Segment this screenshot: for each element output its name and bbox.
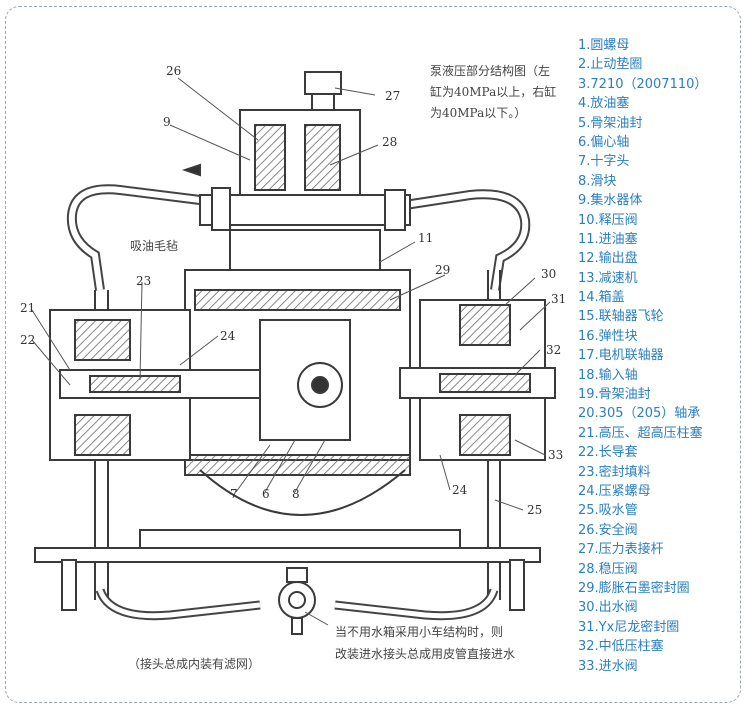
legend-item: 26.安全阀 xyxy=(578,522,638,538)
callout-9: 9 xyxy=(163,115,171,129)
legend-item: 21.高压、超高压柱塞 xyxy=(578,425,703,441)
legend-item: 14.箱盖 xyxy=(578,290,625,306)
legend-item: 32.中低压柱塞 xyxy=(578,639,664,655)
legend-item: 13.减速机 xyxy=(578,270,638,286)
parts-legend: 1.圆螺母 2.止动垫圈 3.7210（2007110） 4.放油塞 5.骨架油… xyxy=(578,36,743,676)
header-note: 泵液压部分结构图（左 缸为40MPa以上，右缸 为40MPa以下。） xyxy=(430,63,556,120)
callout-numbers: 26 27 9 28 11 29 30 31 32 33 23 24 21 22… xyxy=(20,64,566,517)
footer-note-line-1: 当不用水箱采用小车结构时，则 xyxy=(335,624,503,639)
legend-item: 16.弹性块 xyxy=(578,328,638,344)
legend-item: 4.放油塞 xyxy=(578,96,630,112)
callout-32: 32 xyxy=(546,343,561,357)
legend-item: 25.吸水管 xyxy=(578,503,638,519)
callout-28: 28 xyxy=(382,135,397,149)
legend-item: 7.十字头 xyxy=(578,154,630,170)
suction-felt-label: 吸油毛毡 xyxy=(130,239,178,253)
callout-25: 25 xyxy=(527,503,542,517)
legend-item: 9.集水器体 xyxy=(578,193,643,209)
callout-7: 7 xyxy=(230,487,238,501)
legend-item: 31.Yx尼龙密封圈 xyxy=(578,619,680,635)
legend-item: 17.电机联轴器 xyxy=(578,348,664,364)
legend-item: 33.进水阀 xyxy=(578,658,638,674)
callout-8: 8 xyxy=(292,487,300,501)
header-note-line-1: 泵液压部分结构图（左 xyxy=(430,63,550,78)
legend-item: 19.骨架油封 xyxy=(578,387,651,403)
legend-item: 24.压紧螺母 xyxy=(578,483,651,499)
legend-item: 29.膨胀石墨密封圈 xyxy=(578,580,690,596)
legend-item: 15.联轴器飞轮 xyxy=(578,309,664,325)
callout-24-upper: 24 xyxy=(220,329,236,343)
callout-26: 26 xyxy=(166,64,181,78)
callout-11: 11 xyxy=(418,231,433,245)
header-note-line-3: 为40MPa以下。） xyxy=(430,106,526,120)
callout-21: 21 xyxy=(20,301,35,315)
legend-item: 18.输入轴 xyxy=(578,367,638,383)
callout-27: 27 xyxy=(385,89,400,103)
legend-item: 30.出水阀 xyxy=(578,600,638,616)
callout-31: 31 xyxy=(551,292,566,306)
callout-29: 29 xyxy=(435,263,450,277)
collector-body xyxy=(229,229,381,271)
legend-item: 20.305（205）轴承 xyxy=(578,406,701,422)
callout-6: 6 xyxy=(262,487,270,501)
legend-item: 6.偏心轴 xyxy=(578,134,630,150)
legend-item: 1.圆螺母 xyxy=(578,38,630,53)
legend-item: 12.输出盘 xyxy=(578,251,638,267)
callout-30: 30 xyxy=(541,267,556,281)
header-note-line-2: 缸为40MPa以上，右缸 xyxy=(430,84,556,99)
footer-note-line-2: 改装进水接头总成用皮管直接进水 xyxy=(335,646,515,661)
legend-item: 10.释压阀 xyxy=(578,212,638,228)
legend-item: 22.长导套 xyxy=(578,445,638,461)
legend-item: 3.7210（2007110） xyxy=(578,76,708,92)
callout-22: 22 xyxy=(20,333,35,347)
pressure-gauge-rod xyxy=(304,71,342,95)
base-rail xyxy=(34,547,541,563)
legend-item: 28.稳压阀 xyxy=(578,561,638,577)
callout-33: 33 xyxy=(548,448,563,462)
footer-left-note: （接头总成内装有滤网） xyxy=(128,656,260,671)
image-frame xyxy=(5,6,741,703)
legend-item: 8.滑块 xyxy=(578,173,617,189)
legend-item: 2.止动垫圈 xyxy=(578,57,643,73)
legend-item: 27.压力表接杆 xyxy=(578,542,664,558)
callout-23: 23 xyxy=(136,274,151,288)
legend-item: 11.进油塞 xyxy=(578,231,638,247)
pump-structure-drawing: 泵液压部分结构图（左 缸为40MPa以上，右缸 为40MPa以下。） 吸油毛毡 … xyxy=(20,63,566,671)
legend-item: 23.密封填料 xyxy=(578,464,651,480)
callout-24-lower: 24 xyxy=(452,483,468,497)
legend-item: 5.骨架油封 xyxy=(578,115,643,131)
